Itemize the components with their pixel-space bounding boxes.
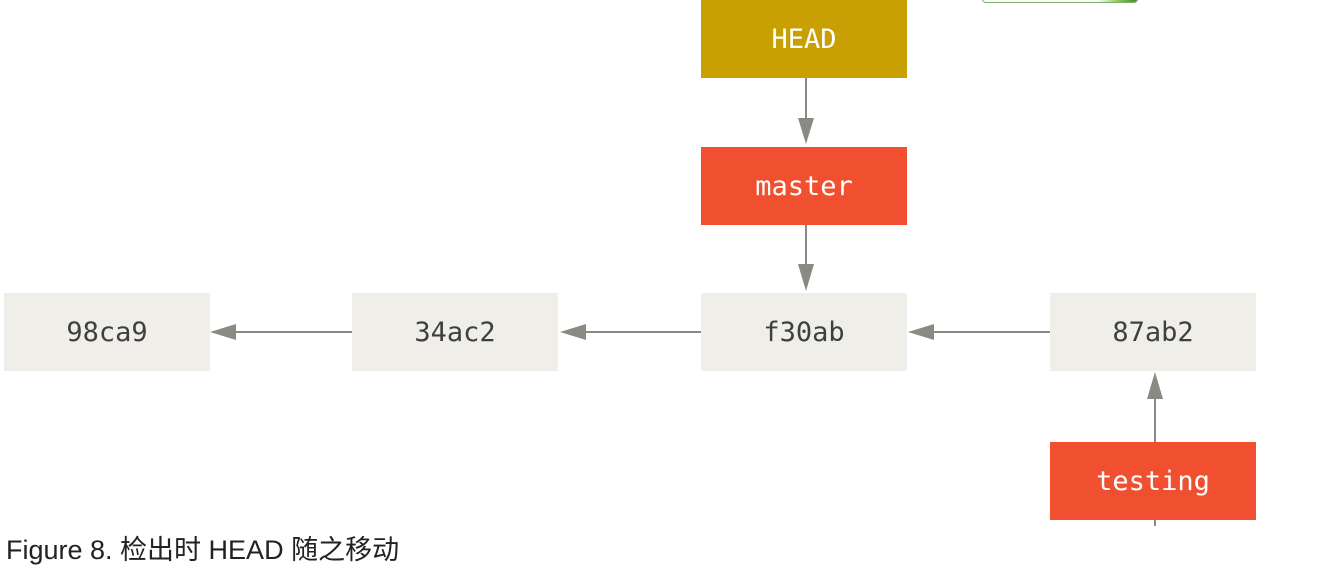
- commit-f30ab-label: f30ab: [763, 316, 845, 348]
- arrowhead-head-to-master: [798, 118, 814, 144]
- branch-master: master: [701, 147, 907, 225]
- arrowhead-87ab2-to-f30ab: [908, 324, 934, 340]
- commit-98ca9-label: 98ca9: [66, 316, 148, 348]
- commit-f30ab: f30ab: [701, 293, 907, 371]
- branch-testing-label: testing: [1096, 465, 1210, 497]
- decorative-badge: [982, 0, 1138, 3]
- commit-87ab2: 87ab2: [1050, 293, 1256, 371]
- commit-34ac2: 34ac2: [352, 293, 558, 371]
- branch-master-label: master: [755, 170, 853, 202]
- branch-testing: testing: [1050, 442, 1256, 520]
- head-pointer: HEAD: [701, 0, 907, 78]
- head-label: HEAD: [771, 23, 837, 55]
- arrowhead-testing-to-87ab2: [1147, 372, 1163, 399]
- commit-98ca9: 98ca9: [4, 293, 210, 371]
- commit-34ac2-label: 34ac2: [414, 316, 496, 348]
- arrowhead-34ac2-to-98ca9: [210, 324, 236, 340]
- figure-caption: Figure 8. 检出时 HEAD 随之移动: [6, 535, 400, 565]
- arrowhead-master-to-f30ab: [798, 264, 814, 291]
- badge-gradient: [1097, 0, 1137, 2]
- commit-87ab2-label: 87ab2: [1112, 316, 1194, 348]
- arrowhead-f30ab-to-34ac2: [560, 324, 586, 340]
